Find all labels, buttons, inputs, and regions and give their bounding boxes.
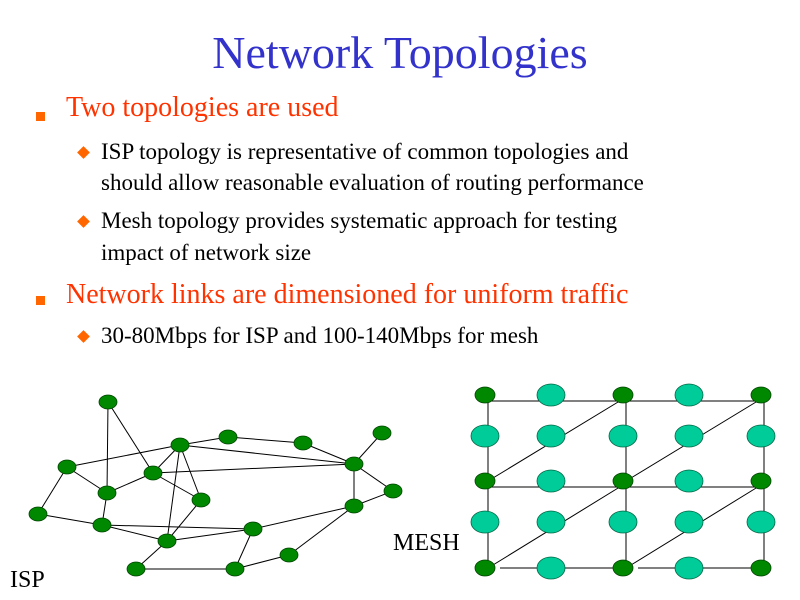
- isp-router-node: [143, 465, 163, 481]
- mesh-host-node: [536, 556, 566, 580]
- isp-router-node: [57, 459, 77, 475]
- mesh-host-node: [470, 424, 500, 448]
- isp-router-node: [170, 437, 190, 453]
- bullet-square-icon: [36, 296, 45, 305]
- isp-router-node: [383, 483, 403, 499]
- isp-link: [66, 444, 181, 468]
- bullet-1: Two topologies are used: [66, 92, 339, 123]
- isp-router-node: [372, 425, 392, 441]
- sub-bullet-1-2-line-1: Mesh topology provides systematic approa…: [101, 208, 618, 233]
- mesh-host-node: [608, 424, 638, 448]
- mesh-nodes: [470, 383, 776, 580]
- isp-router-node: [126, 561, 146, 577]
- mesh-router-node: [750, 559, 772, 577]
- mesh-label: MESH: [393, 530, 460, 556]
- isp-link: [152, 463, 355, 474]
- bullet-square-icon: [36, 112, 45, 121]
- mesh-host-node: [470, 510, 500, 534]
- isp-nodes: [28, 394, 403, 577]
- isp-router-node: [243, 521, 263, 537]
- slide-title: Network Topologies: [212, 27, 588, 78]
- isp-link: [166, 528, 254, 542]
- isp-router-node: [225, 561, 245, 577]
- bullet-2: Network links are dimensioned for unifor…: [66, 279, 629, 310]
- mesh-router-node: [612, 472, 634, 490]
- mesh-host-node: [674, 556, 704, 580]
- isp-link: [227, 436, 304, 444]
- isp-link: [37, 466, 68, 515]
- isp-router-node: [344, 498, 364, 514]
- isp-edges: [37, 401, 394, 570]
- isp-link: [101, 524, 168, 542]
- sub-bullet-2-1-line-1: 30-80Mbps for ISP and 100-140Mbps for me…: [101, 323, 539, 348]
- isp-link: [166, 444, 181, 542]
- isp-router-node: [28, 506, 48, 522]
- isp-router-node: [279, 547, 299, 563]
- mesh-host-node: [674, 383, 704, 407]
- isp-label: ISP: [10, 567, 45, 593]
- isp-link: [302, 442, 355, 465]
- isp-link: [252, 505, 355, 530]
- mesh-router-node: [474, 559, 496, 577]
- isp-link: [288, 505, 355, 556]
- isp-router-node: [344, 456, 364, 472]
- mesh-router-node: [474, 472, 496, 490]
- isp-link: [37, 513, 103, 526]
- isp-router-node: [92, 517, 112, 533]
- mesh-host-node: [674, 469, 704, 493]
- isp-router-node: [98, 394, 118, 410]
- isp-link: [166, 499, 202, 542]
- mesh-host-node: [536, 469, 566, 493]
- mesh-host-node: [536, 383, 566, 407]
- isp-link: [234, 554, 290, 570]
- isp-link: [106, 401, 109, 494]
- mesh-router-node: [612, 386, 634, 404]
- isp-link: [179, 444, 355, 465]
- isp-router-node: [157, 533, 177, 549]
- isp-link: [101, 524, 254, 530]
- isp-router-node: [218, 429, 238, 445]
- isp-router-node: [191, 492, 211, 508]
- mesh-router-node: [612, 559, 634, 577]
- mesh-router-node: [750, 386, 772, 404]
- isp-link: [107, 401, 154, 474]
- isp-router-node: [97, 485, 117, 501]
- isp-router-node: [293, 435, 313, 451]
- sub-bullet-1-1-line-1: ISP topology is representative of common…: [101, 139, 629, 164]
- mesh-router-node: [474, 386, 496, 404]
- sub-bullet-1-2-line-2: impact of network size: [101, 240, 312, 265]
- mesh-host-node: [674, 510, 704, 534]
- mesh-host-node: [746, 424, 776, 448]
- mesh-router-node: [750, 472, 772, 490]
- mesh-host-node: [746, 510, 776, 534]
- mesh-host-node: [536, 424, 566, 448]
- isp-link: [179, 444, 202, 501]
- mesh-host-node: [674, 424, 704, 448]
- mesh-host-node: [536, 510, 566, 534]
- mesh-host-node: [608, 510, 638, 534]
- isp-link: [152, 472, 202, 501]
- sub-bullet-1-1-line-2: should allow reasonable evaluation of ro…: [101, 170, 644, 195]
